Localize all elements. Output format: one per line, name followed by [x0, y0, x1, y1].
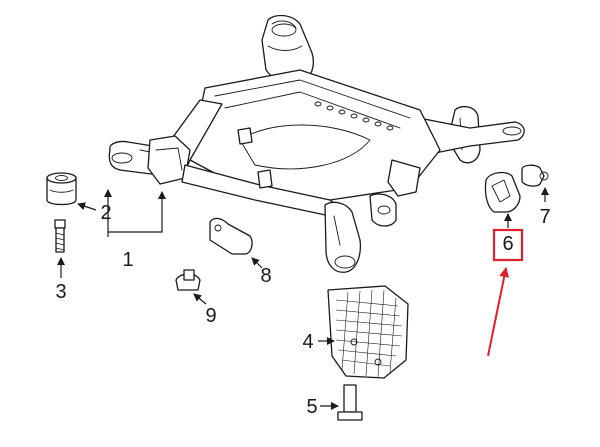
- callout-3: 3: [55, 281, 66, 303]
- bracket-part-drawing: [484, 171, 521, 213]
- callout-1: 1: [122, 249, 133, 271]
- callout-5: 5: [306, 396, 317, 418]
- callout-9: 9: [205, 305, 216, 327]
- highlight-arrow: [487, 267, 510, 357]
- callout-7: 7: [539, 206, 550, 228]
- bolt-part-drawing: [54, 219, 66, 253]
- bracket-8-part-drawing: [209, 217, 253, 255]
- bolt-7-part-drawing: [521, 164, 549, 187]
- subframe-part-drawing: [108, 14, 525, 273]
- bolt-5-part-drawing: [337, 384, 363, 421]
- callout-6: 6: [502, 233, 513, 255]
- clip-part-drawing: [175, 269, 201, 291]
- leader-lines: [57, 187, 549, 410]
- callout-8: 8: [260, 265, 271, 287]
- callout-4: 4: [302, 331, 313, 353]
- bushing-part-drawing: [46, 172, 77, 206]
- highlight-box: [492, 228, 524, 262]
- callout-2: 2: [100, 202, 111, 224]
- shield-part-drawing: [327, 285, 409, 379]
